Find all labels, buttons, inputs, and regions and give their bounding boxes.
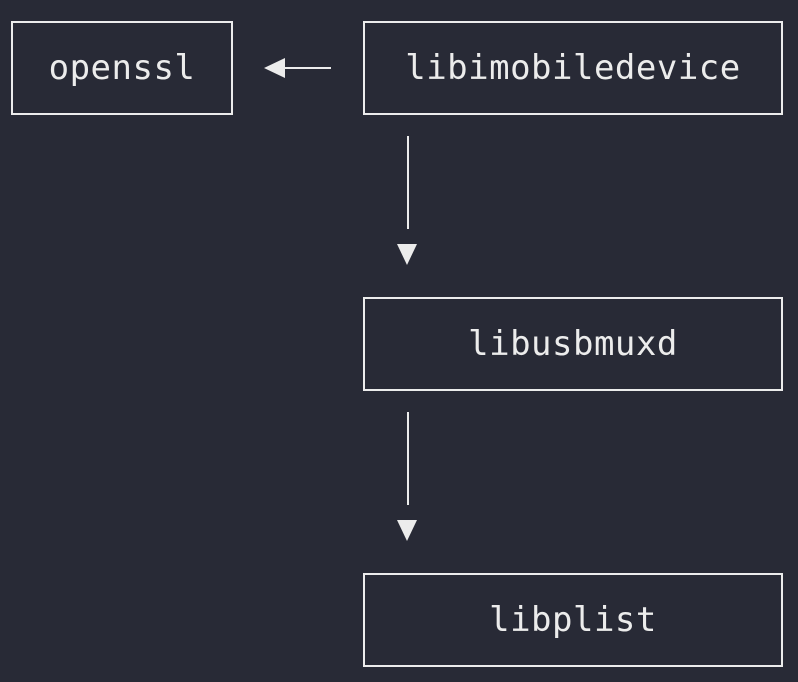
node-openssl: openssl [11,21,233,115]
arrowhead-left-icon [264,58,285,78]
edge-line [407,136,409,229]
edge-line [407,412,409,505]
node-libplist-label: libplist [489,600,657,640]
node-libimobiledevice-label: libimobiledevice [405,48,741,88]
arrowhead-down-icon [397,520,417,541]
arrowhead-down-icon [397,244,417,265]
node-openssl-label: openssl [48,48,196,88]
node-libusbmuxd-label: libusbmuxd [468,324,678,364]
edge-line [280,67,331,69]
node-libplist: libplist [363,573,783,667]
node-libusbmuxd: libusbmuxd [363,297,783,391]
node-libimobiledevice: libimobiledevice [363,21,783,115]
